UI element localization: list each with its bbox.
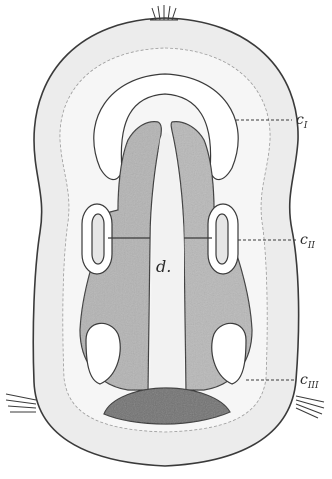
- callout-c3: cIII: [300, 372, 319, 391]
- left-tuft: [6, 394, 36, 412]
- label-d: d.: [156, 257, 171, 276]
- right-tuft: [296, 396, 324, 418]
- callout-c2: cII: [300, 232, 315, 251]
